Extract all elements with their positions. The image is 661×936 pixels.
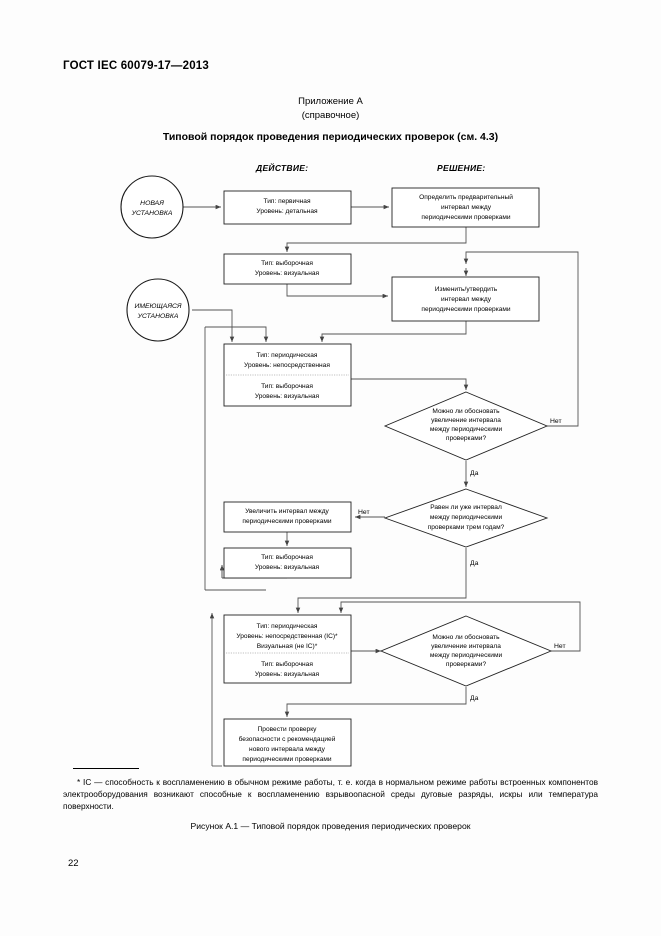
- periodic-close-top-line2: Уровень: непосредственная: [244, 362, 330, 369]
- increase-interval-line2: периодическими проверками: [242, 518, 332, 525]
- process-determine-interval-line2: интервал между: [441, 204, 492, 211]
- footnote-divider: [73, 768, 139, 769]
- process-sample-visual-1-line2: Уровень: визуальная: [255, 270, 320, 277]
- standard-header: ГОСТ IEC 60079-17—2013: [63, 60, 209, 72]
- decision-1-line1: Можно ли обосновать: [432, 407, 500, 415]
- process-change-approve-line2: интервал между: [441, 296, 492, 303]
- process-sample-visual-1-line1: Тип: выборочная: [261, 259, 313, 267]
- process-determine-interval-line3: периодическими проверками: [421, 214, 511, 221]
- decision-2-yes-label: Да: [470, 560, 479, 567]
- decision-3-no-label: Нет: [554, 643, 566, 650]
- periodic-ic-bottom-line1: Тип: выборочная: [261, 660, 313, 668]
- periodic-ic-top-line3: Визуальная (не IC)*: [257, 643, 318, 650]
- decision-3-line1: Можно ли обосновать: [432, 633, 500, 641]
- periodic-close-bottom-line1: Тип: выборочная: [261, 382, 313, 390]
- safety-review-line3: нового интервала между: [249, 746, 326, 753]
- decision-1-yes-label: Да: [470, 470, 479, 477]
- decision-1-no-label: Нет: [550, 418, 562, 425]
- footnote-body: * IC — способность к воспламенению в обы…: [63, 777, 598, 812]
- process-sample-visual-2: Тип: выборочная Уровень: визуальная: [223, 547, 352, 579]
- terminator-existing-installation: ИМЕЮЩАЯСЯ УСТАНОВКА: [126, 278, 190, 342]
- increase-interval-line1: Увеличить интервал между: [245, 508, 329, 515]
- process-change-approve-line1: Изменить/утвердить: [435, 286, 498, 293]
- terminator-new-installation-line2: УСТАНОВКА: [131, 210, 173, 217]
- periodic-ic-top-line1: Тип: периодическая: [257, 623, 318, 630]
- decision-2-line3: проверками трем годам?: [428, 524, 505, 531]
- figure-heading: Типовой порядок проведения периодических…: [162, 131, 499, 143]
- process-periodic-close-split: Тип: периодическая Уровень: непосредстве…: [223, 343, 352, 407]
- process-sample-visual-1: Тип: выборочная Уровень: визуальная: [223, 253, 352, 285]
- decision-3-line3: между периодическими: [430, 652, 503, 659]
- terminator-existing-installation-line2: УСТАНОВКА: [137, 313, 179, 320]
- decision-3-line2: увеличение интервала: [431, 643, 501, 650]
- process-change-approve-interval: Изменить/утвердить интервал между период…: [391, 276, 540, 322]
- process-initial-detailed: Тип: первичная Уровень: детальная: [223, 190, 352, 225]
- figure-caption: Рисунок А.1 — Типовой порядок проведения…: [190, 821, 471, 831]
- process-change-approve-line3: периодическими проверками: [421, 306, 511, 313]
- decision-3-yes-label: Да: [470, 695, 479, 702]
- decision-justify-increase-1: Можно ли обосновать увеличение интервала…: [383, 391, 562, 477]
- process-determine-interval-line1: Определить предварительный: [419, 193, 513, 201]
- periodic-ic-top-line2: Уровень: непосредственная (IC)*: [236, 633, 338, 640]
- column-header-action: ДЕЙСТВИЕ:: [256, 163, 309, 173]
- sample-visual-2-line2: Уровень: визуальная: [255, 564, 320, 571]
- terminator-new-installation: НОВАЯ УСТАНОВКА: [120, 175, 184, 239]
- sample-visual-2-line1: Тип: выборочная: [261, 553, 313, 561]
- decision-1-line3: между периодическими: [430, 426, 503, 433]
- flow-connectors: [183, 204, 581, 717]
- decision-2-line2: между периодическими: [430, 514, 503, 521]
- safety-review-line2: безопасности с рекомендацией: [239, 735, 336, 743]
- periodic-ic-bottom-line2: Уровень: визуальная: [255, 671, 320, 678]
- decision-justify-increase-2: Можно ли обосновать увеличение интервала…: [379, 615, 566, 702]
- decision-2-line1: Равен ли уже интервал: [430, 504, 502, 511]
- terminator-existing-installation-line1: ИМЕЮЩАЯСЯ: [135, 303, 182, 310]
- process-safety-review: Провести проверку безопасности с рекомен…: [223, 718, 352, 767]
- periodic-close-bottom-line2: Уровень: визуальная: [255, 393, 320, 400]
- annex-title: Приложение А: [298, 96, 363, 107]
- decision-1-line4: проверками?: [446, 435, 487, 442]
- process-determine-interval: Определить предварительный интервал межд…: [391, 187, 540, 228]
- process-initial-detailed-line1: Тип: первичная: [263, 198, 310, 205]
- decision-3-line4: проверками?: [446, 661, 487, 668]
- decision-2-no-label: Нет: [358, 509, 370, 516]
- page-number: 22: [68, 858, 79, 869]
- process-initial-detailed-line2: Уровень: детальная: [256, 208, 318, 215]
- process-periodic-ic-split: Тип: периодическая Уровень: непосредстве…: [223, 614, 352, 684]
- annex-subtitle: (справочное): [301, 110, 360, 121]
- column-header-decision: РЕШЕНИЕ:: [437, 163, 486, 173]
- process-increase-interval: Увеличить интервал между периодическими …: [223, 501, 352, 533]
- terminator-new-installation-line1: НОВАЯ: [140, 200, 164, 207]
- safety-review-line1: Провести проверку: [258, 726, 318, 733]
- footnote-text: * IC — способность к воспламенению в обы…: [63, 776, 598, 813]
- safety-review-line4: периодическими проверками: [242, 756, 332, 763]
- periodic-close-top-line1: Тип: периодическая: [257, 352, 318, 359]
- decision-1-line2: увеличение интервала: [431, 417, 501, 424]
- decision-interval-three-years: Равен ли уже интервал между периодически…: [358, 488, 549, 567]
